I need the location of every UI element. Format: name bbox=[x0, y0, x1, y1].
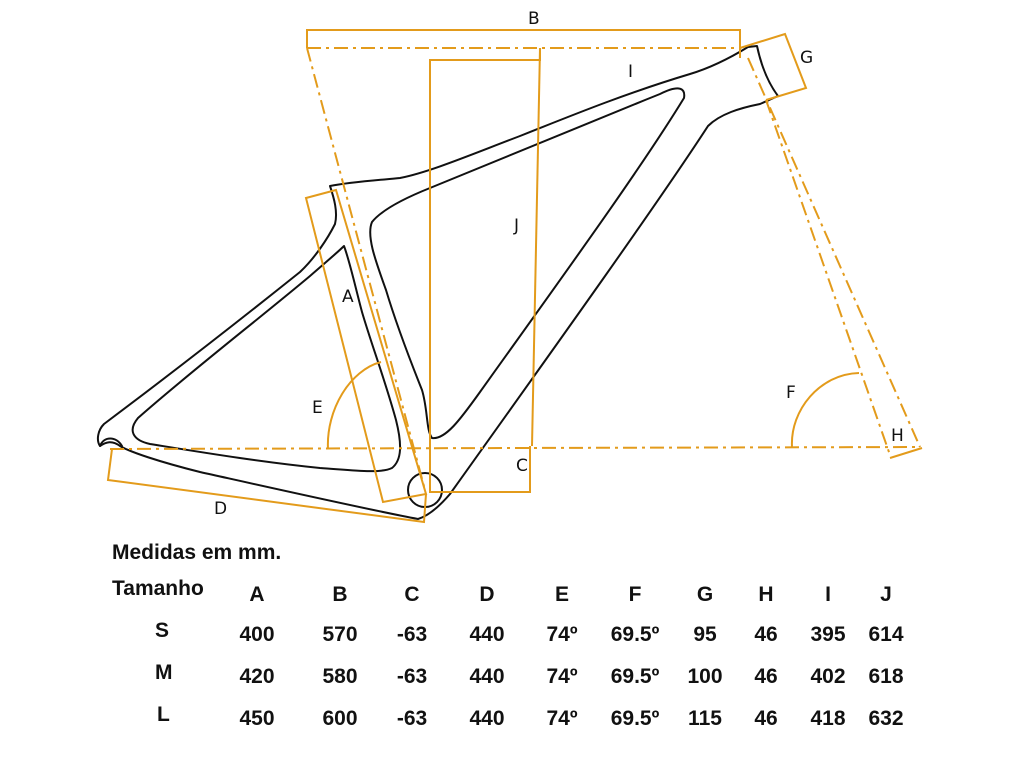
table-row-size-label: M bbox=[155, 661, 173, 684]
table-header-e: E bbox=[554, 583, 570, 606]
table-header-a: A bbox=[249, 583, 265, 606]
table-cell: 74º bbox=[546, 707, 578, 730]
table-cell: 570 bbox=[322, 623, 358, 646]
table-cell: 632 bbox=[868, 707, 904, 730]
table-cell: 46 bbox=[754, 707, 778, 730]
table-cell: 420 bbox=[239, 665, 275, 688]
table-cell: 418 bbox=[810, 707, 846, 730]
dimension-j-vertical bbox=[531, 47, 541, 447]
dimension-d-box bbox=[106, 448, 427, 524]
frame-outer-outline bbox=[96, 45, 779, 520]
head-tube-axis-line bbox=[747, 57, 921, 448]
table-header-d: D bbox=[479, 583, 495, 606]
table-cell: 95 bbox=[693, 623, 717, 646]
label-j: J bbox=[513, 216, 519, 236]
table-cell: 69.5º bbox=[610, 623, 660, 646]
table-header-i: I bbox=[825, 583, 831, 606]
dimension-b-bracket bbox=[306, 29, 741, 58]
table-cell: -63 bbox=[396, 665, 428, 688]
table-caption: Medidas em mm. bbox=[112, 541, 282, 564]
table-header-f: F bbox=[628, 583, 642, 606]
label-h: H bbox=[891, 426, 904, 446]
table-cell: 440 bbox=[469, 707, 505, 730]
frame-main-triangle-inner bbox=[369, 87, 686, 440]
table-cell: 400 bbox=[239, 623, 275, 646]
table-cell: 74º bbox=[546, 665, 578, 688]
frame-rear-triangle-inner bbox=[131, 245, 402, 473]
table-cell: 100 bbox=[687, 665, 723, 688]
table-row-size-label: L bbox=[157, 703, 170, 726]
table-header-j: J bbox=[880, 583, 892, 606]
label-f: F bbox=[786, 383, 796, 403]
label-b: B bbox=[528, 9, 540, 29]
seat-tube-axis-line bbox=[306, 47, 426, 491]
table-cell: 74º bbox=[546, 623, 578, 646]
label-e: E bbox=[312, 398, 323, 418]
bike-frame-geometry-diagram: B G I J A E F H C D bbox=[96, 9, 923, 524]
table-cell: 69.5º bbox=[610, 665, 660, 688]
dimension-h-bracket bbox=[889, 447, 923, 459]
table-cell: -63 bbox=[396, 707, 428, 730]
table-cell: 450 bbox=[239, 707, 275, 730]
table-cell: 46 bbox=[754, 665, 778, 688]
seat-angle-arc bbox=[326, 361, 382, 450]
label-i: I bbox=[628, 62, 633, 82]
table-header-g: G bbox=[696, 583, 714, 606]
dimension-a-box bbox=[304, 188, 428, 504]
table-cell: 618 bbox=[868, 665, 904, 688]
fork-axis-line bbox=[765, 99, 891, 456]
table-cell: 440 bbox=[469, 665, 505, 688]
horizontal-reference-line bbox=[109, 446, 921, 450]
label-c: C bbox=[516, 456, 528, 476]
table-cell: 46 bbox=[754, 623, 778, 646]
table-cell: 69.5º bbox=[610, 707, 660, 730]
dimension-j-box bbox=[429, 48, 541, 493]
head-angle-arc bbox=[790, 372, 860, 448]
label-d: D bbox=[214, 499, 227, 519]
table-header-h: H bbox=[758, 583, 774, 606]
table-row-size-label: S bbox=[155, 619, 170, 642]
label-a: A bbox=[342, 287, 354, 307]
table-header-c: C bbox=[404, 583, 420, 606]
table-cell: 600 bbox=[322, 707, 358, 730]
table-cell: 580 bbox=[322, 665, 358, 688]
rear-dropout bbox=[99, 437, 123, 447]
table-cell: 440 bbox=[469, 623, 505, 646]
geometry-lines bbox=[106, 29, 923, 524]
table-cell: 395 bbox=[810, 623, 846, 646]
dimension-labels: B G I J A E F H C D bbox=[214, 9, 904, 519]
table-cell: -63 bbox=[396, 623, 428, 646]
table-cell: 402 bbox=[810, 665, 846, 688]
table-header-b: B bbox=[332, 583, 348, 606]
table-cell: 115 bbox=[688, 707, 722, 730]
dimension-g-box bbox=[739, 32, 808, 101]
label-g: G bbox=[800, 48, 813, 68]
table-cell: 614 bbox=[868, 623, 904, 646]
table-header-size: Tamanho bbox=[112, 577, 204, 600]
